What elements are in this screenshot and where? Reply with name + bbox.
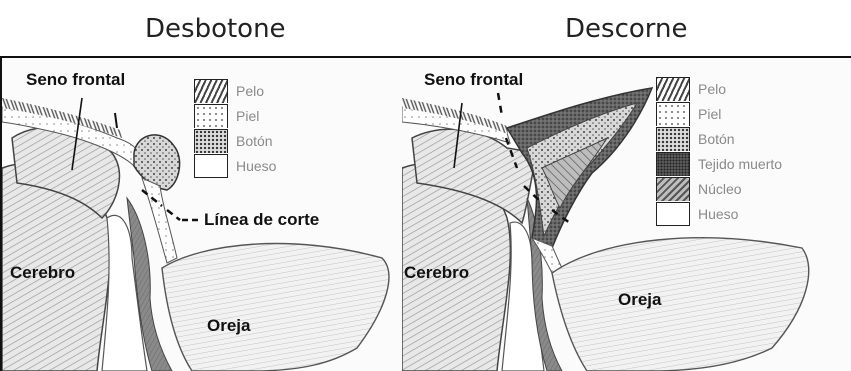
swatch-nucleo (656, 177, 690, 201)
swatch-boton (194, 129, 228, 153)
swatch-piel (194, 104, 228, 128)
legend-label: Piel (236, 108, 259, 124)
legend-label: Piel (698, 106, 721, 122)
label-oreja-left: Oreja (207, 316, 250, 336)
panel-desbotone: Seno frontal Cerebro Oreja Línea de cort… (0, 56, 405, 371)
label-oreja-right: Oreja (618, 290, 661, 310)
legend-label: Núcleo (698, 181, 742, 197)
title-descorne: Descorne (565, 14, 687, 44)
legend-item-piel: Piel (656, 101, 782, 126)
label-seno-frontal-left: Seno frontal (26, 70, 125, 90)
legend-label: Hueso (698, 206, 738, 222)
legend-label: Botón (698, 131, 735, 147)
label-cerebro-right: Cerebro (404, 263, 469, 283)
legend-item-boton: Botón (194, 128, 276, 153)
swatch-pelo (656, 77, 690, 101)
descorne-illustration (402, 58, 851, 371)
label-linea-de-corte: Línea de corte (204, 210, 319, 230)
ear-shape (552, 238, 809, 371)
swatch-hueso (194, 154, 228, 178)
swatch-pelo (194, 79, 228, 103)
legend-item-nucleo: Núcleo (656, 176, 782, 201)
legend-item-tejido-muerto: Tejido muerto (656, 151, 782, 176)
legend-item-hueso: Hueso (656, 201, 782, 226)
legend-label: Botón (236, 133, 273, 149)
swatch-boton (656, 127, 690, 151)
legend-item-pelo: Pelo (656, 76, 782, 101)
legend-label: Pelo (236, 83, 264, 99)
legend-desbotone: Pelo Piel Botón Hueso (194, 78, 276, 178)
swatch-hueso (656, 202, 690, 226)
legend-label: Pelo (698, 81, 726, 97)
horn-bud-shape (134, 135, 180, 190)
label-cerebro-left: Cerebro (10, 263, 75, 283)
label-seno-frontal-right: Seno frontal (424, 70, 523, 90)
legend-item-pelo: Pelo (194, 78, 276, 103)
legend-descorne: Pelo Piel Botón Tejido muerto Núcleo Hue… (656, 76, 782, 226)
swatch-tejido-muerto (656, 152, 690, 176)
sinus-tick (115, 113, 117, 128)
panel-descorne: Seno frontal Cerebro Oreja Pelo Piel Bot… (402, 56, 851, 371)
legend-label: Hueso (236, 158, 276, 174)
title-desbotone: Desbotone (145, 14, 286, 44)
ear-shape (162, 244, 389, 371)
legend-item-hueso: Hueso (194, 153, 276, 178)
legend-label: Tejido muerto (698, 156, 782, 172)
legend-item-piel: Piel (194, 103, 276, 128)
legend-item-boton: Botón (656, 126, 782, 151)
swatch-piel (656, 102, 690, 126)
